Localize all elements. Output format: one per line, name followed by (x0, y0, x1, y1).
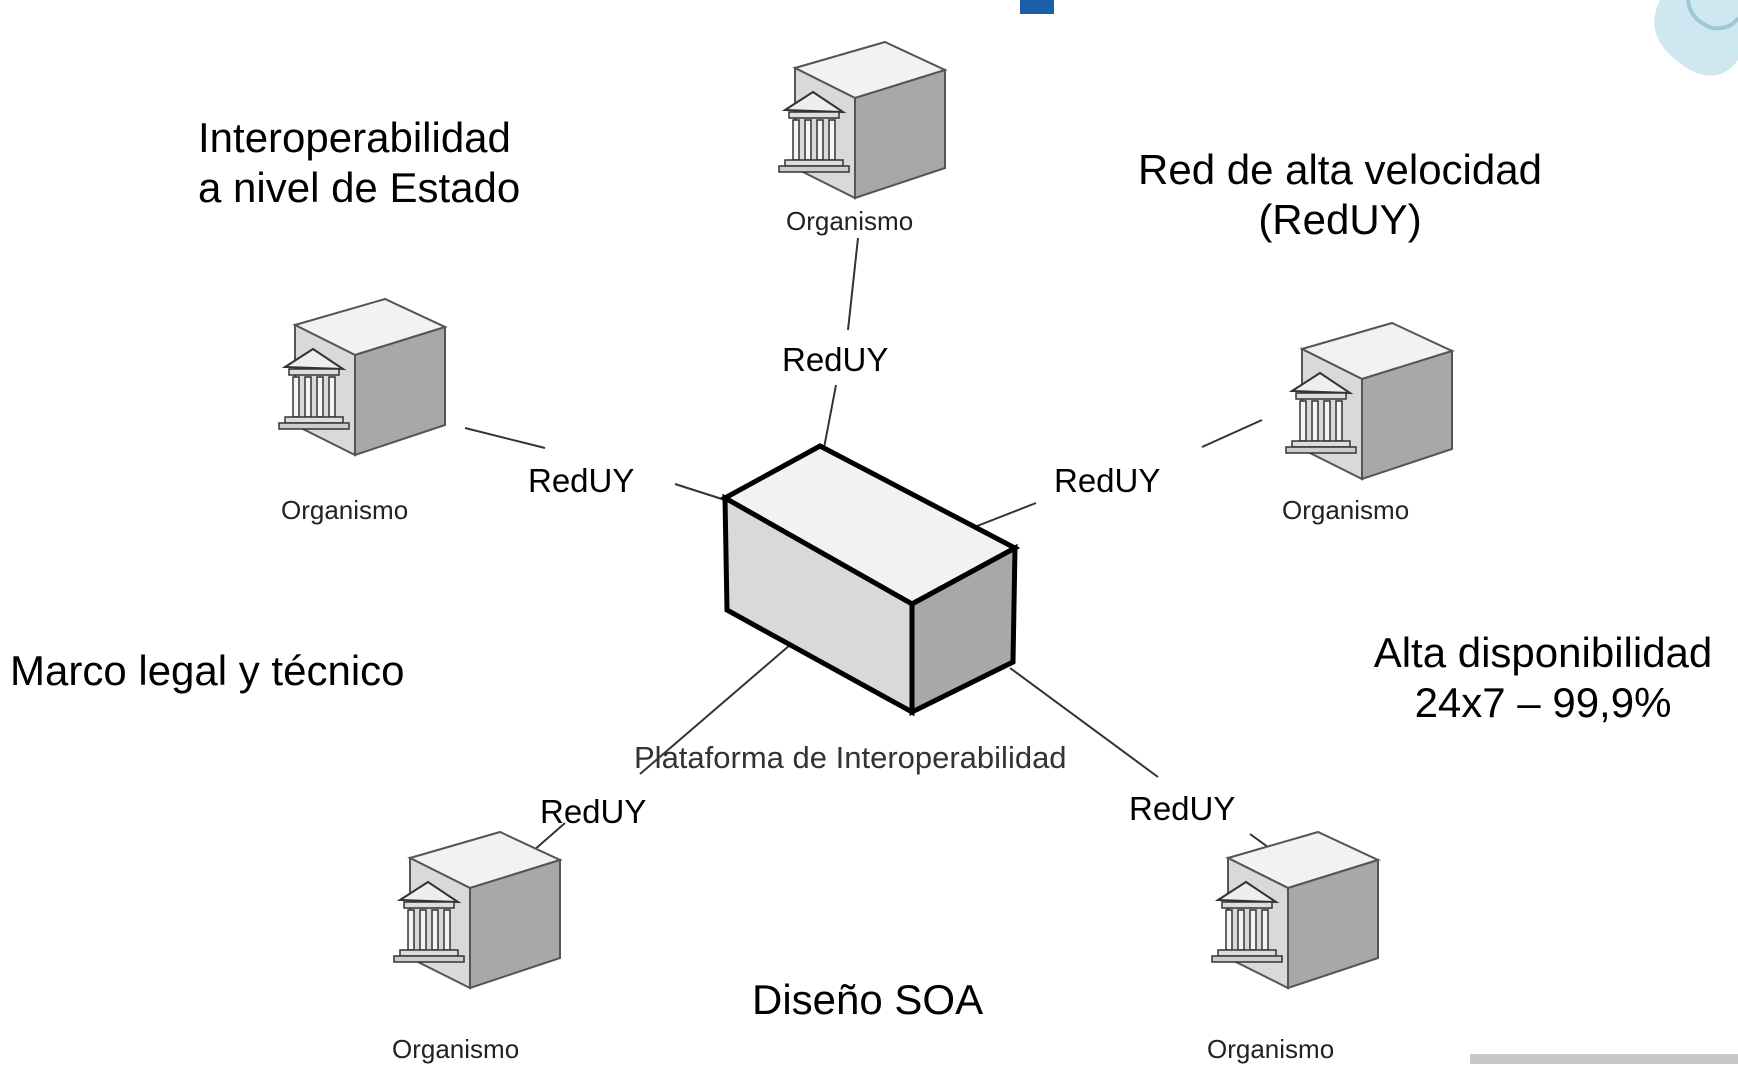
link-label-left: RedUY (528, 462, 635, 499)
node-label-right: Organismo (1282, 495, 1410, 525)
building-icon-left (278, 298, 446, 456)
platform-box-icon (719, 443, 1021, 717)
title-fragment (1020, 0, 1054, 14)
line-right-outer (1201, 419, 1263, 448)
feature-availability-line1: Alta disponibilidad (1373, 629, 1713, 676)
feature-soa: Diseño SOA (752, 976, 984, 1023)
building-icon-top (778, 41, 946, 199)
feature-network-line2: (RedUY) (1258, 196, 1422, 244)
feature-availability-line2: 24x7 – 99,9% (1414, 679, 1672, 727)
line-top-upper (847, 237, 859, 331)
line-bottom-right-inner (1009, 667, 1159, 778)
feature-interoperability-line2: a nivel de Estado (198, 164, 521, 212)
feature-interoperability: Interoperabilidad a nivel de Estado (198, 113, 520, 214)
logo-glow-decoration (1654, 0, 1738, 76)
line-top-lower (823, 384, 837, 449)
logo-swirl-decoration (1686, 0, 1738, 31)
line-right-inner (971, 502, 1037, 529)
link-label-bottom-left: RedUY (540, 793, 647, 830)
node-label-bottom-left: Organismo (392, 1034, 520, 1064)
feature-interoperability-line1: Interoperabilidad (198, 114, 511, 161)
building-icon-bottom-right (1211, 831, 1379, 989)
building-icon-bottom-left (393, 831, 561, 989)
node-label-left: Organismo (281, 495, 409, 525)
platform-label: Plataforma de Interoperabilidad (634, 740, 1067, 775)
node-label-top: Organismo (786, 206, 914, 236)
feature-availability: Alta disponibilidad 24x7 – 99,9% (1348, 628, 1738, 729)
feature-network-line1: Red de alta velocidad (1138, 146, 1542, 193)
corner-bar-decoration (1470, 1054, 1738, 1064)
connection-lines (464, 237, 1273, 859)
line-left-outer (464, 427, 546, 449)
building-icon-right (1285, 322, 1453, 480)
link-label-bottom-right: RedUY (1129, 790, 1236, 827)
line-left-inner (674, 483, 726, 501)
link-label-top: RedUY (782, 341, 889, 378)
feature-network: Red de alta velocidad (RedUY) (1105, 145, 1575, 246)
link-label-right: RedUY (1054, 462, 1161, 499)
line-bottom-left-inner (639, 644, 791, 775)
feature-legal: Marco legal y técnico (10, 647, 405, 694)
node-label-bottom-right: Organismo (1207, 1034, 1335, 1064)
